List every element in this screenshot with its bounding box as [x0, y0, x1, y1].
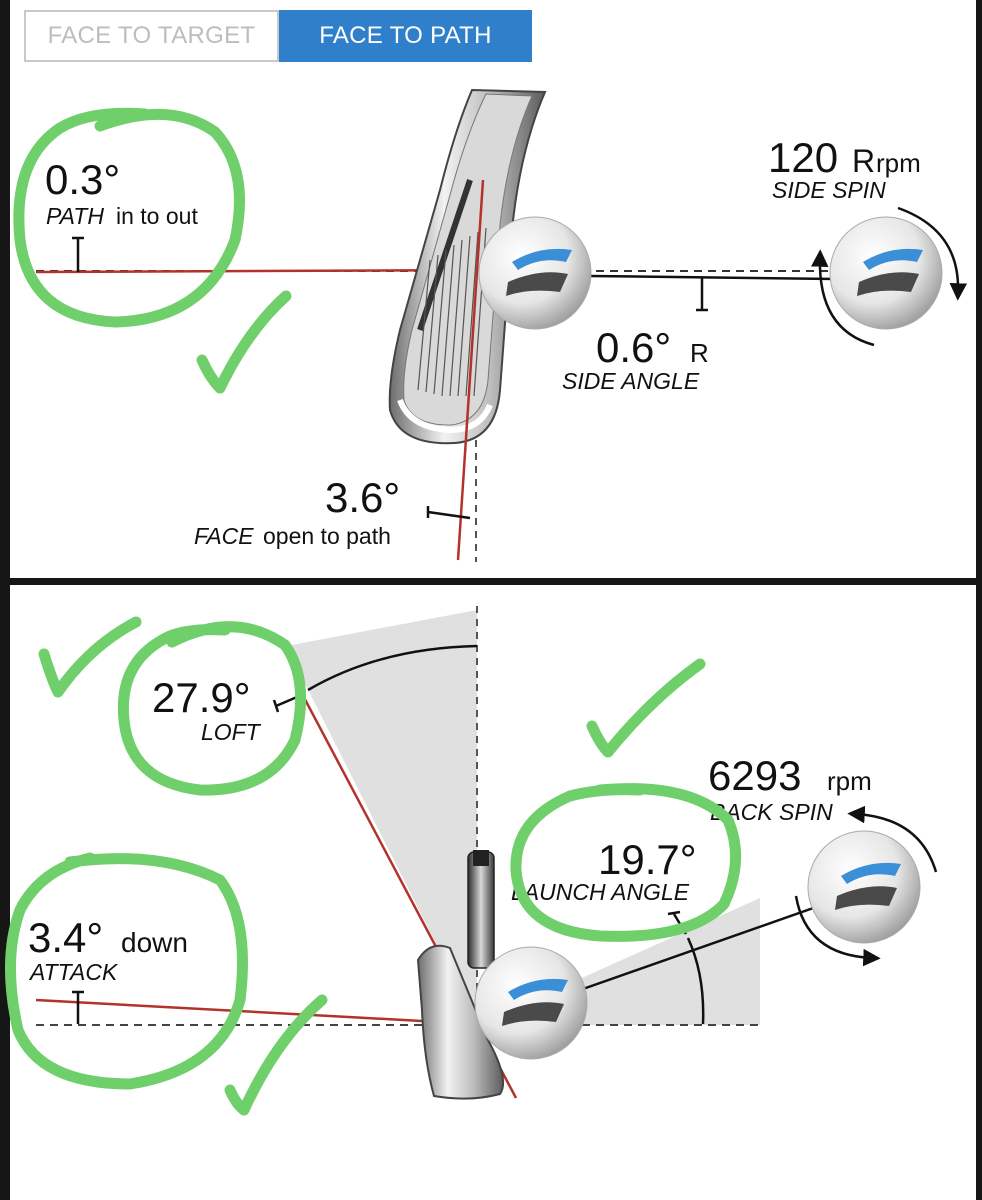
- face-value: 3.6°: [325, 474, 400, 521]
- side-angle-unit: R: [690, 338, 709, 368]
- frame-right-edge: [976, 0, 982, 1200]
- launch-angle-label: LAUNCH ANGLE: [511, 879, 690, 905]
- back-spin-value: 6293: [708, 752, 801, 799]
- annotation-check-attack: [224, 994, 328, 1116]
- path-line: [35, 268, 481, 274]
- back-spin-arrow-top: [847, 805, 938, 873]
- ball-flight-line-bottom: [579, 898, 837, 992]
- side-spin-unit: rpm: [876, 148, 921, 178]
- back-spin-arrow-bottom: [794, 895, 881, 967]
- face-line: [456, 179, 485, 561]
- path-angle-marker: [72, 236, 84, 272]
- annotation-circle-launch: [510, 783, 742, 942]
- golf-ball-side-spin: [829, 216, 943, 330]
- annotation-circle-path: [13, 107, 245, 328]
- annotation-check-launch: [586, 658, 706, 758]
- back-spin-unit: rpm: [827, 766, 872, 796]
- golf-ball-impact-bottom: [474, 946, 588, 1060]
- ball-flight-line-top: [589, 274, 837, 281]
- side-angle-marker: [696, 278, 708, 312]
- loft-wedge: [286, 610, 477, 1025]
- loft-label: LOFT: [201, 719, 262, 745]
- side-spin-arrow-left: [811, 249, 875, 347]
- loft-value: 27.9°: [152, 674, 251, 721]
- golf-ball-back-spin: [807, 830, 921, 944]
- face-to-path-tab[interactable]: FACE TO PATH: [279, 10, 532, 62]
- side-spin-arrow-right: [897, 206, 968, 301]
- face-angle-marker: [426, 506, 471, 520]
- annotation-circle-attack: [5, 852, 248, 1090]
- attack-suffix: down: [121, 927, 188, 958]
- attack-line: [35, 998, 478, 1026]
- side-spin-direction: R: [852, 143, 875, 179]
- golf-ball-impact-top: [478, 216, 592, 330]
- club-head-top-view: [388, 88, 547, 445]
- attack-value: 3.4°: [28, 914, 103, 961]
- side-angle-value: 0.6°: [596, 324, 671, 371]
- annotation-circle-loft: [117, 621, 307, 796]
- frame-left-edge: [0, 0, 10, 1200]
- path-value: 0.3°: [45, 156, 120, 203]
- launch-angle-value: 19.7°: [598, 836, 697, 883]
- side-spin-value: 120: [768, 134, 838, 181]
- face-suffix: open to path: [263, 523, 391, 549]
- launch-arc: [686, 937, 705, 1025]
- club-head-side-view: [416, 850, 504, 1100]
- panel-divider: [0, 578, 982, 585]
- path-suffix: in to out: [116, 203, 198, 229]
- attack-label: ATTACK: [28, 959, 119, 985]
- face-to-target-tab[interactable]: FACE TO TARGET: [24, 10, 279, 62]
- face-label: FACE: [194, 523, 254, 549]
- loft-arc: [307, 644, 478, 692]
- path-label: PATH: [46, 203, 104, 229]
- annotation-check-loft: [38, 616, 142, 698]
- green-annotation-layer: [5, 107, 742, 1116]
- attack-marker: [72, 990, 84, 1024]
- annotation-check-path: [196, 290, 292, 394]
- side-angle-label: SIDE ANGLE: [562, 368, 700, 394]
- side-spin-label: SIDE SPIN: [772, 177, 886, 203]
